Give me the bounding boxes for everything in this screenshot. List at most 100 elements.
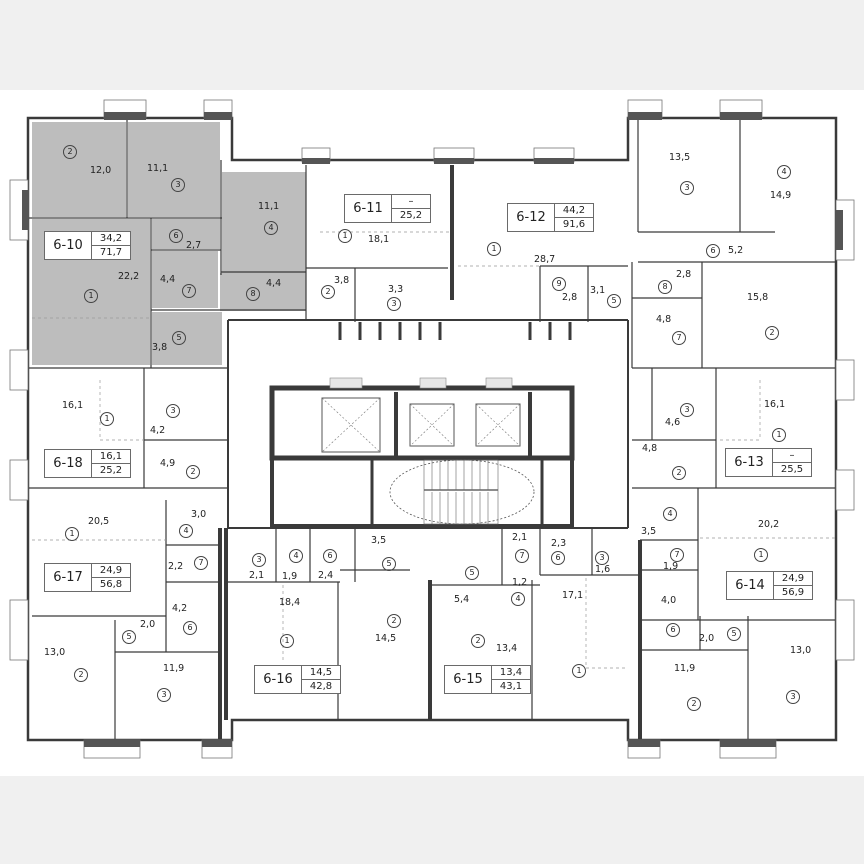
room-number: 3 (595, 551, 609, 565)
room-number: 1 (572, 664, 586, 678)
room-number: 6 (169, 229, 183, 243)
room-number: 5 (465, 566, 479, 580)
room-area: 2,7 (186, 240, 202, 251)
room-area: 18,4 (279, 597, 301, 608)
room-area: 3,1 (590, 285, 606, 296)
room-number: 7 (515, 549, 529, 563)
room-area: 17,1 (562, 590, 584, 601)
room-number: 8 (658, 280, 672, 294)
room-area: 11,1 (258, 201, 280, 212)
room-area: 2,8 (676, 269, 692, 280)
room-area: 2,8 (562, 292, 578, 303)
room-area: 12,0 (90, 165, 112, 176)
room-area: 4,2 (150, 425, 166, 436)
apartment-number: 6-17 (45, 564, 92, 591)
room-area: 13,5 (669, 152, 691, 163)
room-area: 11,9 (674, 663, 696, 674)
room-area: 14,9 (770, 190, 792, 201)
room-number: 8 (246, 287, 260, 301)
room-number: 2 (387, 614, 401, 628)
room-number: 3 (387, 297, 401, 311)
room-number: 3 (786, 690, 800, 704)
room-number: 7 (194, 556, 208, 570)
room-area: 1,9 (663, 561, 679, 572)
apartment-number: 6-15 (445, 666, 492, 693)
room-area: 16,1 (62, 400, 84, 411)
room-number: 6 (666, 623, 680, 637)
room-area: 2,4 (318, 570, 334, 581)
room-number: 2 (74, 668, 88, 682)
room-number: 6 (323, 549, 337, 563)
room-number: 1 (84, 289, 98, 303)
room-number: 2 (321, 285, 335, 299)
room-area: 3,0 (191, 509, 207, 520)
apartment-number: 6-10 (45, 232, 92, 259)
apartment-number: 6-18 (45, 450, 92, 477)
room-area: 16,1 (764, 399, 786, 410)
room-area: 11,9 (163, 663, 185, 674)
central-core (227, 319, 629, 529)
room-number: 2 (765, 326, 779, 340)
room-number: 7 (672, 331, 686, 345)
room-area: 2,0 (699, 633, 715, 644)
room-number: 1 (65, 527, 79, 541)
room-number: 6 (551, 551, 565, 565)
room-area: 15,8 (747, 292, 769, 303)
room-number: 1 (280, 634, 294, 648)
room-number: 4 (179, 524, 193, 538)
room-area: 4,4 (160, 274, 176, 285)
room-area: 4,2 (172, 603, 188, 614)
apartment-label-6-11[interactable]: 6-11 –25,2 (344, 194, 431, 223)
room-number: 4 (511, 592, 525, 606)
room-number: 5 (172, 331, 186, 345)
total-area: 25,2 (99, 465, 123, 476)
room-number: 5 (607, 294, 621, 308)
room-area: 5,4 (454, 594, 470, 605)
room-number: 1 (338, 229, 352, 243)
apartment-label-6-13[interactable]: 6-13 –25,5 (725, 448, 812, 477)
room-area: 4,8 (656, 314, 672, 325)
living-area: 24,9 (92, 564, 130, 578)
room-area: 4,8 (642, 443, 658, 454)
room-area: 13,0 (44, 647, 66, 658)
apartment-number: 6-16 (255, 666, 302, 693)
room-area: 22,2 (118, 271, 140, 282)
room-number: 1 (754, 548, 768, 562)
room-number: 2 (186, 465, 200, 479)
total-area: 43,1 (499, 681, 523, 692)
room-number: 3 (680, 403, 694, 417)
room-number: 5 (122, 630, 136, 644)
total-area: 56,8 (99, 579, 123, 590)
zone-lines (32, 231, 836, 669)
room-number: 3 (680, 181, 694, 195)
apartment-number: 6-11 (345, 195, 392, 222)
room-number: 7 (670, 548, 684, 562)
total-area: 71,7 (99, 247, 123, 258)
room-area: 20,5 (88, 516, 110, 527)
living-area: 14,5 (302, 666, 340, 680)
room-number: 5 (727, 627, 741, 641)
room-area: 13,4 (496, 643, 518, 654)
room-number: 3 (252, 553, 266, 567)
room-number: 9 (552, 277, 566, 291)
total-area: 91,6 (562, 219, 586, 230)
room-area: 3,5 (371, 535, 387, 546)
room-area: 20,2 (758, 519, 780, 530)
living-area: – (773, 449, 811, 463)
room-number: 7 (182, 284, 196, 298)
room-area: 1,9 (282, 571, 298, 582)
total-area: 56,9 (781, 587, 805, 598)
room-area: 18,1 (368, 234, 390, 245)
room-number: 2 (687, 697, 701, 711)
room-area: 4,4 (266, 278, 282, 289)
living-area: 16,1 (92, 450, 130, 464)
living-area: 24,9 (774, 572, 812, 586)
